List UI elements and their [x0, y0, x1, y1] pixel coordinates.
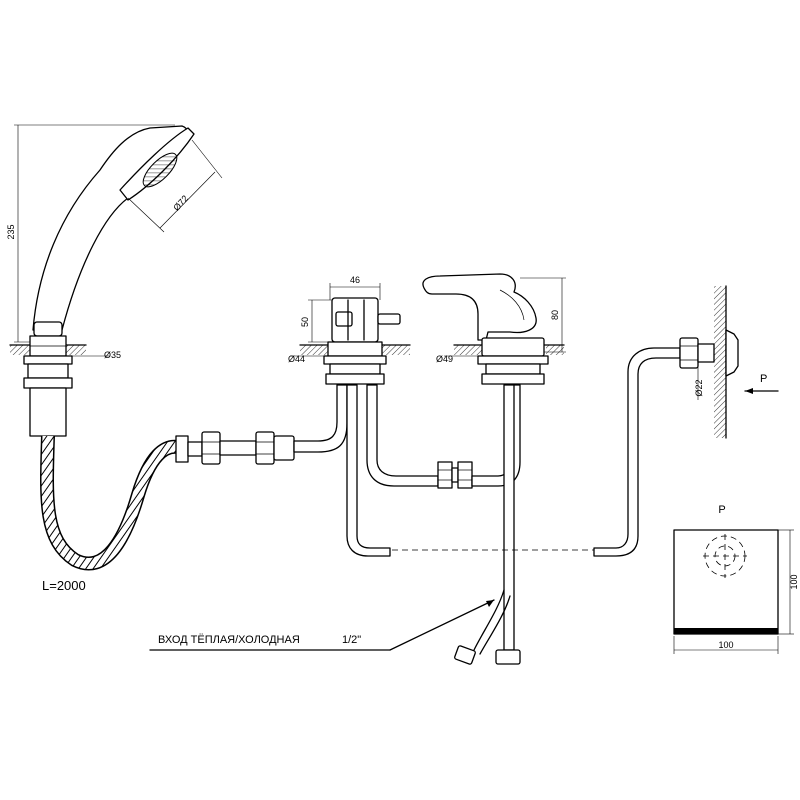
view-p-title: P [718, 504, 725, 516]
inlet-label: ВХОД ТЁПЛАЯ/ХОЛОДНАЯ 1/2" [149, 599, 495, 651]
wall-outlet-diameter-label: Ø22 [694, 379, 704, 396]
inlet-size-text: 1/2" [342, 634, 361, 646]
plate-width-label: 100 [718, 640, 733, 650]
view-p-arrow-label: P [760, 373, 767, 385]
wall-outlet: Ø22 P [593, 285, 779, 557]
spout-height-label: 80 [550, 310, 560, 320]
valve-base-diameter-label: Ø44 [288, 354, 305, 364]
diverter-valve: 46 50 Ø44 [288, 275, 411, 557]
spout-base-diameter-label: Ø49 [436, 354, 453, 364]
view-p-plate: P 100 100 [673, 504, 799, 654]
bath-spout: 80 Ø49 [366, 273, 566, 665]
shower-base-diameter-label: Ø35 [104, 350, 121, 360]
plate-height-label: 100 [789, 574, 799, 589]
valve-width-label: 46 [350, 275, 360, 285]
valve-height-label: 50 [300, 317, 310, 327]
hand-shower: 235 Ø72 Ø35 [6, 124, 223, 437]
flexible-hose: L=2000 [40, 384, 348, 593]
inlet-label-text: ВХОД ТЁПЛАЯ/ХОЛОДНАЯ [158, 634, 300, 646]
hose-length-label: L=2000 [42, 578, 86, 593]
shower-height-dimension: 235 [6, 224, 16, 239]
shower-head-diameter-label: Ø72 [171, 193, 190, 212]
